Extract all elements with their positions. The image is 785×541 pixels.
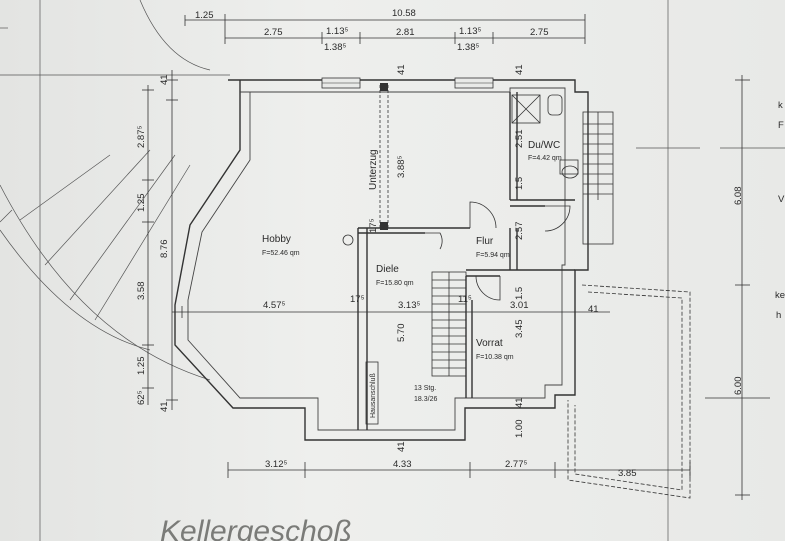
outer-walls [174,77,589,441]
dim-bottom-a: 3.12⁵ [265,459,287,470]
dim-top-b: 1.13⁵ [326,26,348,37]
dim-bottom-vertical: 1.00 [514,420,525,439]
dim-right-small: 1.5 [514,287,525,300]
edge-text-4: ke [775,290,785,301]
dim-unterzug-height: 3.88⁵ [396,156,407,178]
dim-top-d: 1.13⁵ [459,26,481,37]
dim-right-b: 6.00 [733,377,744,396]
interior-stairs [431,271,467,377]
room-diele-name: Diele [376,264,399,275]
dim-wc-height: 2.51 [514,130,525,149]
plan-title: Kellergeschoß [160,515,352,541]
stairs-rise: 18.3/26 [414,396,437,403]
room-vorrat-area: F=10.38 qm [476,354,514,361]
dim-left-a: 41 [159,74,170,85]
dim-top-e: 2.75 [530,27,549,38]
room-hobby-area: F=52.46 qm [262,250,300,257]
bathroom-fixtures [511,94,579,179]
top-dimension-lines [184,14,586,44]
middle-dimension-line [172,306,610,318]
room-hobby-name: Hobby [262,234,291,245]
room-vorrat-name: Vorrat [476,338,503,349]
dim-bottom-c: 2.77⁵ [505,459,527,470]
room-flur-name: Flur [476,236,494,247]
hausanschluss-label: Hausanschluß [370,373,377,418]
dim-top-offset: 1.25 [195,10,214,21]
edge-text-1: k [778,100,783,111]
dim-wc-width: 1.5 [514,177,525,190]
dim-bottom-41b: 41 [396,441,407,452]
edge-text-2: F [778,120,784,131]
exterior-stairs [582,111,614,245]
dim-top-d2: 1.38⁵ [457,42,479,53]
hausanschluss-box [365,361,379,425]
dim-right-a: 6.08 [733,187,744,206]
dim-diele-width: 17⁵ [368,218,379,233]
dim-vorrat-height: 3.45 [514,320,525,339]
room-diele-area: F=15.80 qm [376,280,414,287]
edge-text-5: h [776,310,781,321]
curved-outline [0,0,211,381]
dim-mid-d: 11⁵ [458,294,472,305]
dim-mid-f: 41 [588,304,599,315]
dim-top-total: 10.58 [392,8,416,19]
dim-top-c: 2.81 [396,27,415,38]
room-wc-name: Du/WC [528,140,560,151]
dim-mid-b: 17⁵ [350,294,365,305]
dim-bottom-41a: 41 [514,397,525,408]
dim-bottom-d: 3.85 [618,468,637,479]
room-wc-area: F=4.42 qm [528,155,562,162]
room-flur-area: F=5.94 qm [476,252,510,259]
doors [425,201,571,301]
dim-wall-top1: 41 [396,64,407,75]
stairs-count: 13 Stg. [414,385,436,392]
unterzug-beam [342,83,389,246]
bottom-dimension-line [227,462,691,478]
dim-top-b2: 1.38⁵ [324,42,346,53]
edge-text-3: V [778,194,785,205]
dim-mid-a: 4.57⁵ [263,300,285,311]
dim-left-g: 41 [159,401,170,412]
dim-wall-top2: 41 [514,64,525,75]
dim-left-d: 3.58 [136,282,147,301]
dim-left-total: 8.76 [159,240,170,259]
dim-left-c: 1.25 [136,194,147,213]
dim-left-f: 62⁵ [136,390,147,405]
dim-flur-height: 2.57 [514,222,525,241]
terrace-outline [567,284,691,499]
unterzug-label: Unterzug [368,149,379,190]
dim-mid-e: 3.01 [510,300,529,311]
dim-left-b: 2.87⁵ [136,126,147,148]
dim-top-a: 2.75 [264,27,283,38]
dim-bottom-b: 4.33 [393,459,412,470]
dim-left-e: 1.25 [136,357,147,376]
dim-hobby-vertical: 5.70 [396,324,407,343]
dim-mid-c: 3.13⁵ [398,300,420,311]
right-dimension-line [705,75,770,500]
left-dimension-lines [142,70,178,410]
